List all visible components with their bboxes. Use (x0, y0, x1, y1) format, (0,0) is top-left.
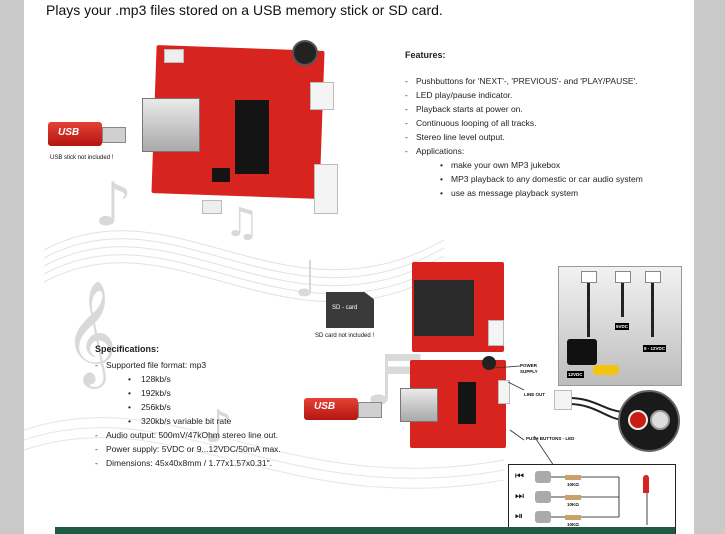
adapter-block (567, 339, 597, 365)
ic-chip (235, 100, 269, 174)
mp3-board-photo-top (142, 40, 342, 214)
sd-not-included-caption: SD card not included ! (315, 333, 375, 339)
feature-item: Pushbuttons for 'NEXT'-, 'PREVIOUS'- and… (405, 74, 690, 88)
line-out-connector (554, 390, 572, 410)
bitrate-item: 192kb/s (95, 386, 335, 400)
ic-chip (458, 382, 476, 424)
rca-jacks-closeup (618, 390, 680, 452)
mp3-board-photo-wired (400, 356, 512, 452)
features-heading: Features: (405, 50, 446, 60)
bitrate-item: 128kb/s (95, 372, 335, 386)
application-item: MP3 playback to any domestic or car audi… (405, 172, 690, 186)
mp3-board-photo-sd-side (412, 262, 508, 354)
spec-item: Power supply: 5VDC or 9...12VDC/50mA max… (95, 442, 335, 456)
feature-item: Playback starts at power on. (405, 102, 690, 116)
push-buttons-label: PUSH BUTTONS - LED (526, 436, 575, 441)
usb-port (142, 98, 200, 152)
usb-stick-top: USB (48, 120, 128, 150)
connector (645, 271, 661, 283)
cable (587, 277, 590, 337)
usb-brand-label: USB (58, 127, 80, 138)
sd-card: SD - card (326, 292, 374, 328)
usb-stick-plug (102, 127, 126, 143)
connector (488, 320, 504, 346)
resistor-label: 10KΩ (567, 502, 579, 507)
cable (651, 277, 654, 337)
connector (498, 380, 510, 404)
previous-icon: ⏮ (515, 471, 524, 482)
voltage-12vdc-label: 12VDC (567, 371, 584, 378)
application-item: make your own MP3 jukebox (405, 158, 690, 172)
rca-jack-white (650, 410, 670, 430)
power-supply-label: POWER SUPPLY (520, 363, 538, 374)
connector (615, 271, 631, 283)
application-item: use as message playback system (405, 186, 690, 200)
bitrate-item: 320kb/s variable bit rate (95, 414, 335, 428)
resistor-label: 10KΩ (567, 482, 579, 487)
sd-card-label: SD - card (332, 305, 358, 311)
resistor (565, 475, 581, 480)
rca-jack-red (628, 410, 648, 430)
usb-stick-plug (358, 402, 382, 418)
capacitor (292, 40, 318, 66)
usb-not-included-caption: USB stick not included ! (50, 155, 114, 161)
spec-item: Dimensions: 45x40x8mm / 1.77x1.57x0.31". (95, 456, 335, 470)
usb-stick-body (48, 122, 102, 146)
pushbutton-schematic: ⏮ ⏭ ⏯ 10KΩ 10KΩ 10KΩ (508, 464, 676, 534)
note-decoration: ♪ (94, 170, 133, 240)
specifications-heading: Specifications: (95, 344, 160, 354)
features-list: Pushbuttons for 'NEXT'-, 'PREVIOUS'- and… (405, 74, 690, 200)
feature-item: Continuous looping of all tracks. (405, 116, 690, 130)
usb-port (400, 388, 438, 422)
ic-chip (212, 168, 230, 182)
capacitor (482, 356, 496, 370)
spec-item: Audio output: 500mV/47kOhm stereo line o… (95, 428, 335, 442)
power-adapter-photo: 5VDC 12VDC 9 - 12VDC (558, 266, 682, 386)
button-switch (535, 471, 551, 483)
schematic-wires (551, 475, 648, 525)
specifications-section: Specifications: Supported file format: m… (95, 342, 335, 470)
features-section: Features: Pushbuttons for 'NEXT'-, 'PREV… (405, 48, 690, 200)
page-title: Plays your .mp3 files stored on a USB me… (46, 2, 443, 18)
pushbutton (164, 49, 184, 63)
feature-item: LED play/pause indicator. (405, 88, 690, 102)
resistor (565, 495, 581, 500)
bitrate-item: 256kb/s (95, 400, 335, 414)
sd-card-slot (414, 280, 474, 336)
led (643, 475, 649, 493)
feature-item: Applications: (405, 144, 690, 158)
note-decoration: ♩ (294, 250, 318, 308)
voltage-9-12vdc-label: 9 - 12VDC (643, 345, 667, 352)
connector (581, 271, 597, 283)
line-out-label: LINE OUT (524, 392, 545, 397)
footer-bar (55, 527, 675, 534)
specifications-list: Supported file format: mp3 128kb/s 192kb… (95, 358, 335, 470)
button-switch (535, 511, 551, 523)
voltage-5vdc-label: 5VDC (615, 323, 630, 330)
button-switch (535, 491, 551, 503)
cable (621, 277, 624, 317)
product-page: 𝄞 ♪ ♫ ♩ ♬ ♪ Plays your .mp3 files stored… (24, 0, 694, 534)
toy-car (593, 365, 619, 375)
resistor (565, 515, 581, 520)
pushbutton (202, 200, 222, 214)
connector (310, 82, 334, 110)
next-icon: ⏭ (515, 491, 524, 502)
feature-item: Stereo line level output. (405, 130, 690, 144)
connector (314, 164, 338, 214)
play-pause-icon: ⏯ (515, 511, 523, 522)
resistor-label: 10KΩ (567, 522, 579, 527)
note-decoration: ♫ (224, 200, 260, 246)
spec-item: Supported file format: mp3 (95, 358, 335, 372)
